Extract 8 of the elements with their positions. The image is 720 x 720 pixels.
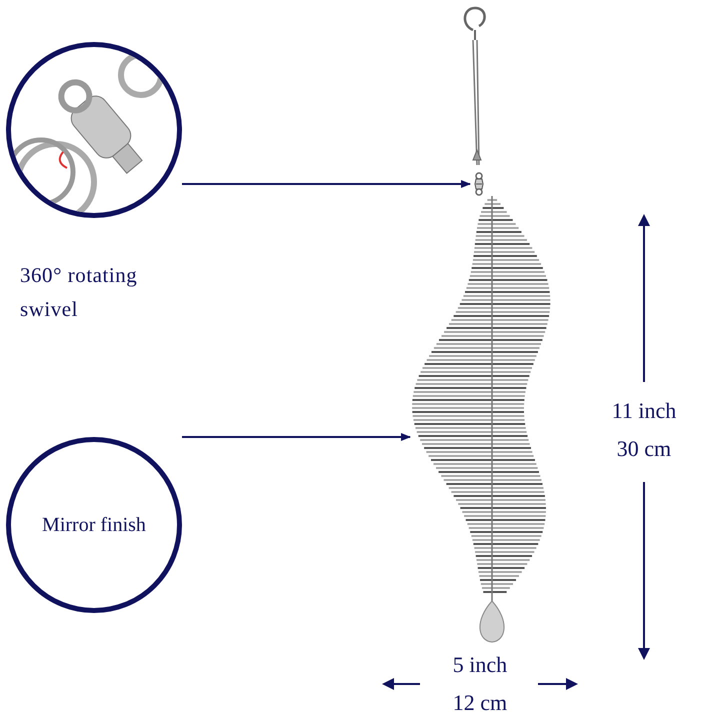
dimension-label: 5 inch [452,651,508,679]
node-label: Mirror finish [42,513,146,538]
caption-text: 360° rotating swivel [20,262,138,323]
arrow [182,180,471,188]
dimension-label: 30 cm [616,435,672,463]
dimension-label: 12 cm [452,689,508,717]
arrow [182,433,411,441]
dimension-label: 11 inch [610,397,678,425]
